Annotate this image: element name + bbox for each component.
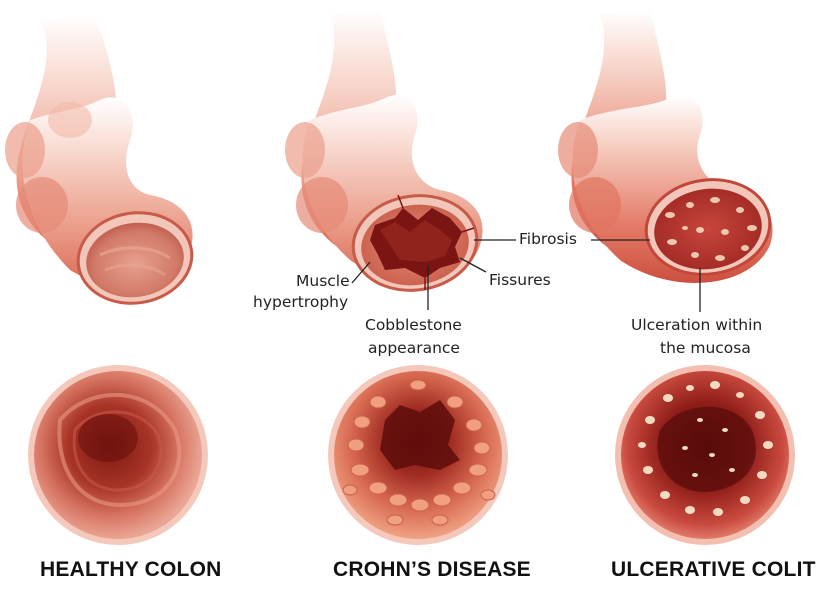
healthy-endoscopic-view (28, 365, 208, 545)
cobblestone-label-line1: Cobblestone (365, 315, 462, 336)
ulceration-label-line2: the mucosa (660, 338, 751, 359)
muscle-hypertrophy-label-line2: hypertrophy (253, 292, 348, 313)
fibrosis-label: Fibrosis (519, 229, 577, 250)
caption-crohns-disease: CROHN’S DISEASE (333, 558, 531, 582)
uc-endoscopic-view (615, 365, 795, 545)
muscle-hypertrophy-label-line1: Muscle (296, 271, 350, 292)
caption-ulcerative-colitis: ULCERATIVE COLITIS (611, 558, 816, 582)
healthy-colon-tube (5, 15, 198, 310)
ulceration-label-line1: Ulceration within (631, 315, 762, 336)
crohns-colon-tube (285, 10, 483, 298)
crohns-endoscopic-view (328, 365, 508, 545)
uc-colon-tube (558, 10, 776, 283)
cobblestone-label-line2: appearance (368, 338, 460, 359)
caption-healthy-colon: HEALTHY COLON (40, 558, 222, 582)
fissures-label: Fissures (489, 270, 551, 291)
